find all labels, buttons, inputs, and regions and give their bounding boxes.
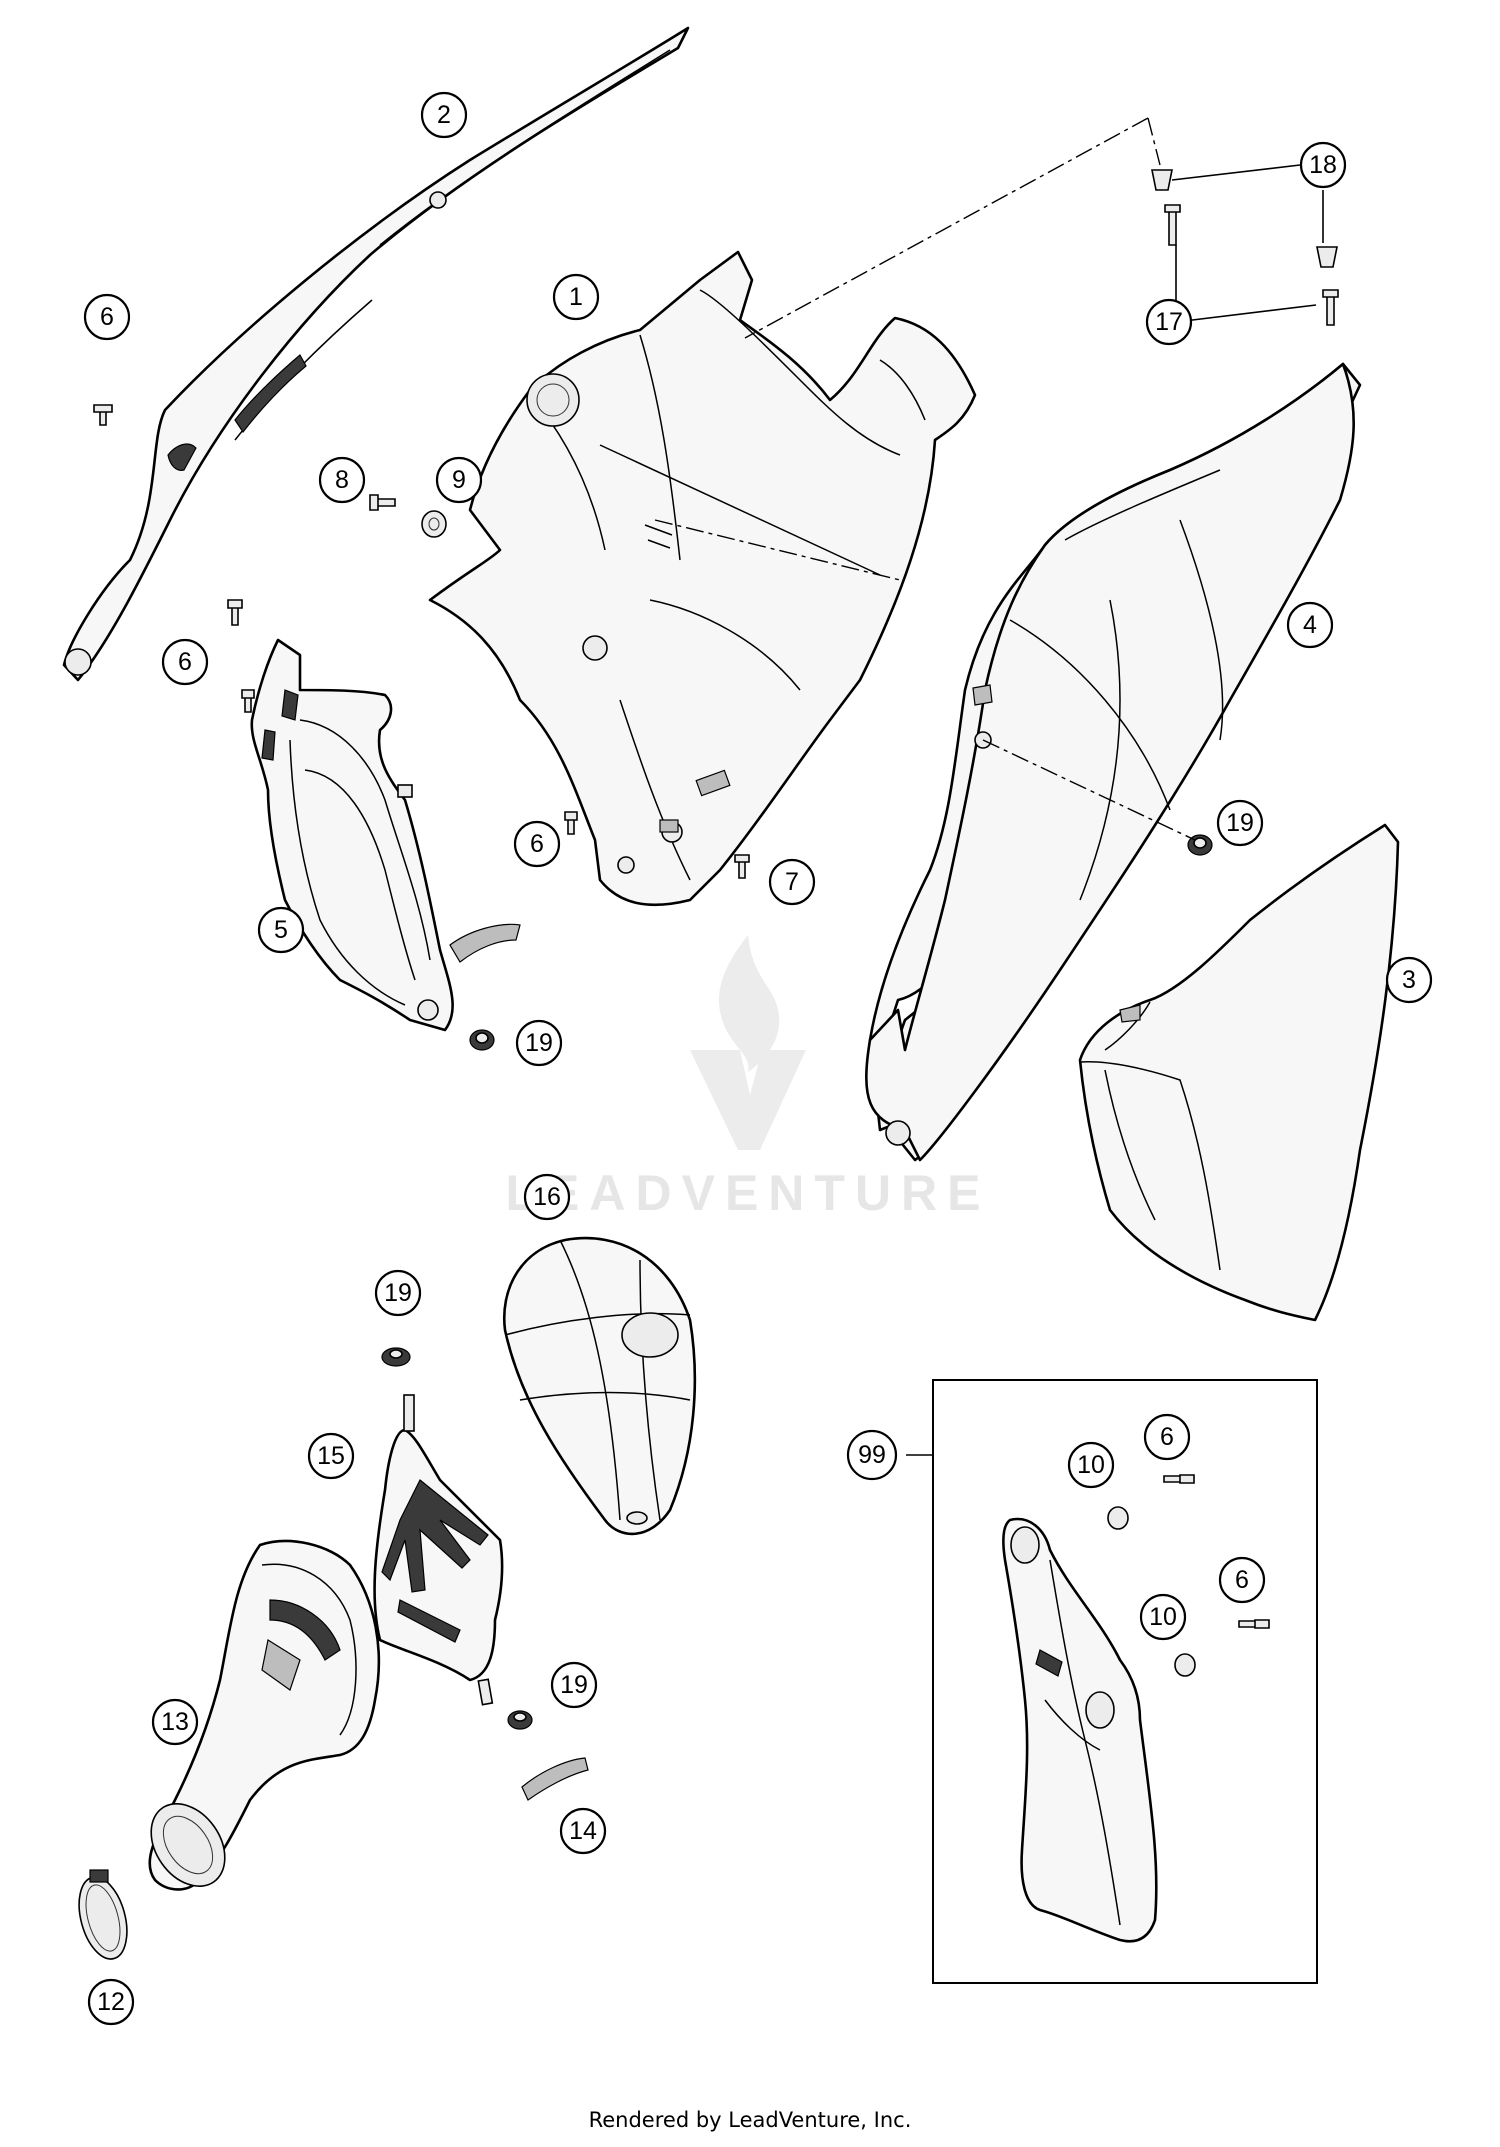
svg-text:6: 6 (1235, 1566, 1249, 1594)
callout-6-duct: 6 (161, 638, 209, 686)
svg-text:19: 19 (525, 1029, 553, 1057)
callout-10-upper: 10 (1067, 1441, 1115, 1489)
callout-8: 8 (318, 456, 366, 504)
part-5-air-duct (250, 638, 521, 1032)
callout-13: 13 (151, 1698, 199, 1746)
part-1-airbox (428, 250, 977, 907)
svg-text:18: 18 (1309, 151, 1337, 179)
part-16-air-filter (502, 1236, 697, 1536)
svg-text:10: 10 (1149, 1603, 1177, 1631)
callout-6-kit-upper: 6 (1143, 1413, 1191, 1461)
svg-text:19: 19 (560, 1671, 588, 1699)
svg-text:19: 19 (384, 1279, 412, 1307)
callout-5: 5 (257, 906, 305, 954)
svg-text:8: 8 (335, 466, 349, 494)
watermark-text: LEADVENTURE (505, 1165, 990, 1221)
callout-17: 17 (1145, 298, 1193, 346)
callout-4: 4 (1286, 601, 1334, 649)
callout-19-panel: 19 (1216, 799, 1264, 847)
callout-2: 2 (420, 91, 468, 139)
svg-text:17: 17 (1155, 308, 1183, 336)
svg-text:15: 15 (317, 1442, 345, 1470)
callout-10-lower: 10 (1139, 1593, 1187, 1641)
svg-text:12: 12 (97, 1988, 125, 2016)
kit-99-bracket (1002, 1517, 1158, 1943)
callout-19-duct: 19 (515, 1019, 563, 1067)
watermark-flame-logo (718, 935, 780, 1072)
callout-99: 99 (846, 1429, 898, 1481)
screw-icon (93, 404, 113, 426)
callout-14: 14 (559, 1807, 607, 1855)
callout-15: 15 (307, 1432, 355, 1480)
screw-icon (369, 494, 396, 511)
callout-19-cage-bottom: 19 (550, 1661, 598, 1709)
svg-text:7: 7 (785, 868, 799, 896)
part-14-seal-strip (521, 1757, 589, 1801)
watermark-chevron-logo (690, 1050, 806, 1150)
svg-text:3: 3 (1402, 966, 1416, 994)
svg-text:9: 9 (452, 466, 466, 494)
footer-credit: Rendered by LeadVenture, Inc. (589, 2108, 912, 2132)
svg-text:1: 1 (569, 283, 583, 311)
svg-text:10: 10 (1077, 1451, 1105, 1479)
callout-1: 1 (552, 273, 600, 321)
svg-text:6: 6 (100, 303, 114, 331)
callout-18: 18 (1299, 141, 1347, 189)
part-4-side-panel (865, 362, 1362, 1162)
svg-text:2: 2 (437, 101, 451, 129)
svg-text:6: 6 (178, 648, 192, 676)
svg-text:6: 6 (1160, 1423, 1174, 1451)
part-15-filter-cage (373, 1394, 504, 1706)
callout-6-top-left: 6 (83, 293, 131, 341)
svg-text:5: 5 (274, 916, 288, 944)
callout-6-kit-lower: 6 (1218, 1556, 1266, 1604)
hardware (93, 169, 1339, 1730)
part-3-number-plate (1078, 823, 1400, 1322)
callout-7: 7 (768, 858, 816, 906)
part-2-decor-strip (62, 26, 690, 682)
callout-16: 16 (523, 1173, 571, 1221)
callout-19-cage-top: 19 (374, 1269, 422, 1317)
watermark: LEADVENTURE (505, 935, 990, 1221)
svg-text:19: 19 (1226, 809, 1254, 837)
part-13-intake-boot (148, 1539, 381, 1891)
svg-text:6: 6 (530, 830, 544, 858)
kit-99-box (932, 1379, 1318, 1984)
callout-9: 9 (435, 456, 483, 504)
svg-text:16: 16 (533, 1183, 561, 1211)
svg-text:99: 99 (858, 1441, 886, 1469)
svg-text:13: 13 (161, 1708, 189, 1736)
leader-lines (654, 117, 1324, 1456)
svg-text:4: 4 (1303, 611, 1317, 639)
svg-text:14: 14 (569, 1817, 597, 1845)
callout-3: 3 (1385, 956, 1433, 1004)
callout-6-airbox: 6 (513, 820, 561, 868)
part-12-hose-clamp (78, 1869, 128, 1960)
callout-12: 12 (87, 1978, 135, 2026)
